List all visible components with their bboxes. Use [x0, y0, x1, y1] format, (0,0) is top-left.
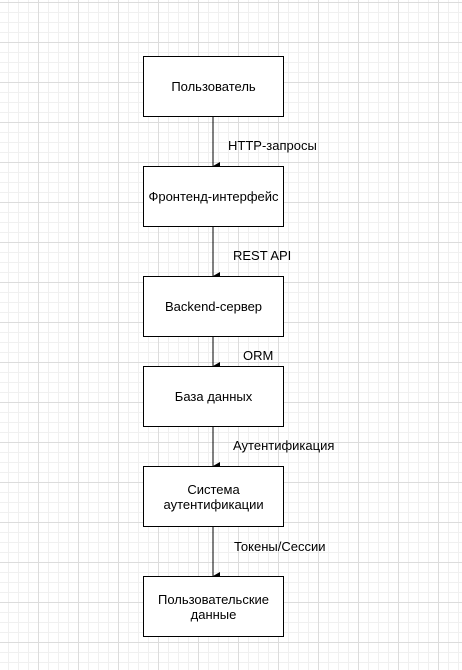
node-userdata[interactable]: Пользовательские данные [143, 576, 284, 637]
node-frontend[interactable]: Фронтенд-интерфейс [143, 166, 284, 227]
edge-label-http: HTTP-запросы [228, 138, 317, 153]
edge-label-auth: Аутентификация [233, 438, 335, 453]
node-frontend-label: Фронтенд-интерфейс [148, 189, 279, 204]
node-auth-label: Система аутентификации [163, 481, 264, 512]
node-backend[interactable]: Backend-сервер [143, 276, 284, 337]
node-user[interactable]: Пользователь [143, 56, 284, 117]
node-auth[interactable]: Система аутентификации [143, 466, 284, 527]
edge-label-tokens: Токены/Сессии [234, 539, 326, 554]
node-database-label: База данных [174, 389, 253, 404]
edge-label-orm: ORM [243, 348, 274, 363]
node-backend-label: Backend-сервер [164, 299, 263, 314]
node-userdata-label: Пользовательские данные [157, 591, 270, 622]
node-database[interactable]: База данных [143, 366, 284, 427]
node-user-label: Пользователь [171, 79, 256, 94]
edge-label-rest: REST API [233, 248, 292, 263]
